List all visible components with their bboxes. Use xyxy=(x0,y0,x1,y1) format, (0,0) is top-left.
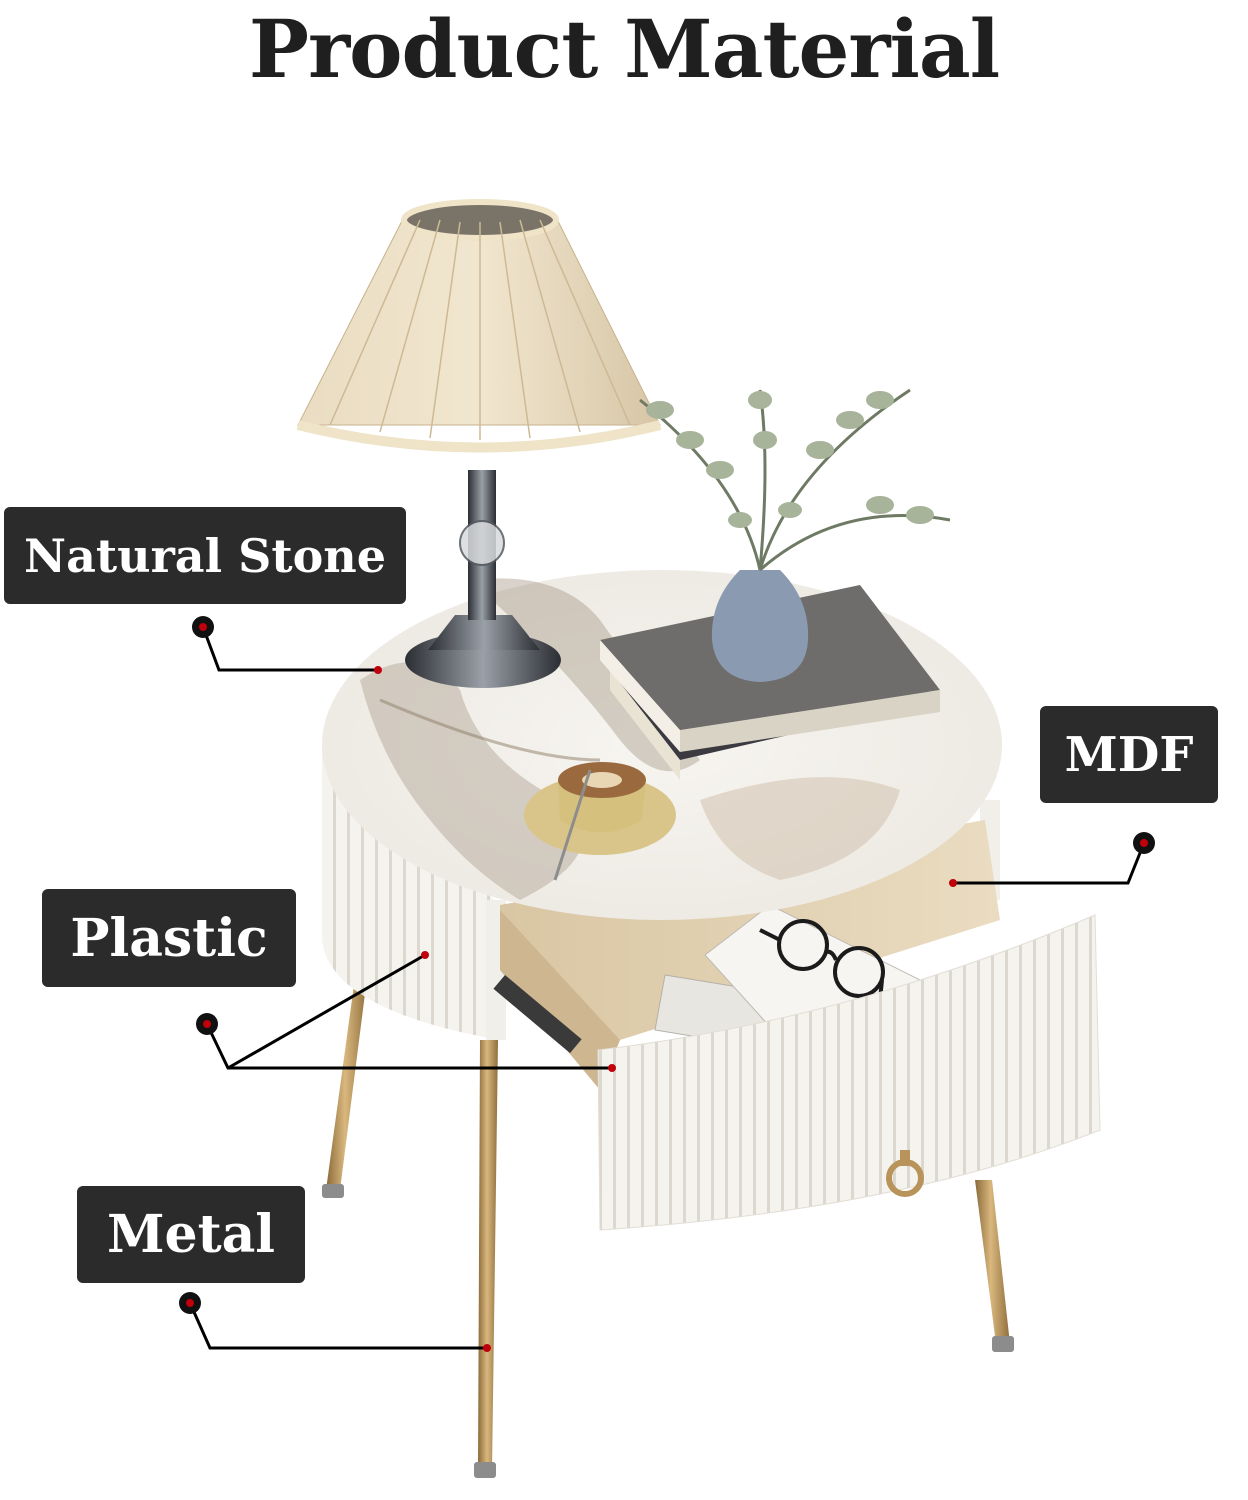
mdf-label: MDF xyxy=(1040,706,1218,803)
drawer-front xyxy=(597,914,1101,1231)
plastic-label: Plastic xyxy=(42,889,296,987)
table-lamp-illustration xyxy=(296,199,662,688)
page-title: Product Material xyxy=(248,2,1000,96)
table-legs xyxy=(322,970,1014,1478)
plant-vase-illustration xyxy=(639,388,951,682)
books-illustration xyxy=(600,585,940,780)
metal-label: Metal xyxy=(77,1186,305,1283)
marker-dots xyxy=(179,616,1155,1352)
leader-lines xyxy=(188,626,1146,1350)
natural-stone-label: Natural Stone xyxy=(4,507,406,604)
coffee-cup-illustration xyxy=(524,762,676,881)
